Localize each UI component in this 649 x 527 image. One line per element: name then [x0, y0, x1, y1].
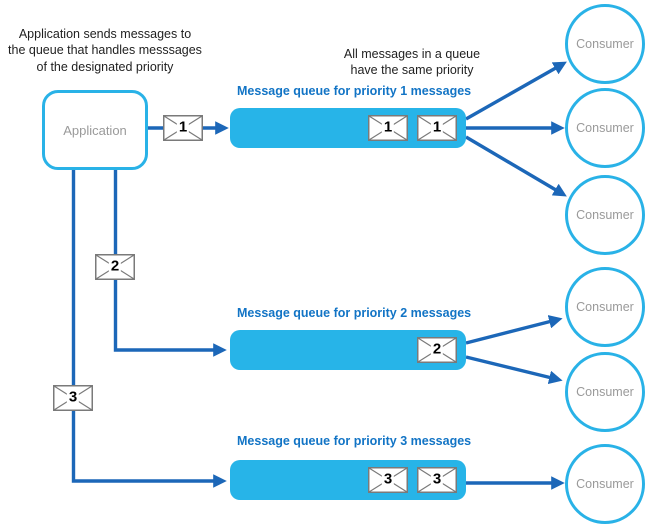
- arrow-queue1-to-consumer3: [465, 135, 567, 197]
- consumer-label: Consumer: [576, 208, 634, 222]
- queue2-label: Message queue for priority 2 messages: [237, 306, 472, 320]
- consumer-circle: Consumer: [565, 352, 645, 432]
- consumer-circle: Consumer: [565, 4, 645, 84]
- consumer-circle: Consumer: [565, 88, 645, 168]
- application-label: Application: [63, 122, 127, 138]
- queue1-label: Message queue for priority 1 messages: [237, 84, 472, 98]
- arrow-app-to-queue3: [71, 167, 227, 488]
- envelope-icon: 1: [163, 115, 203, 141]
- arrow-queue2-to-consumer4: [465, 315, 563, 345]
- envelope-icon: 1: [368, 115, 408, 141]
- consumer-label: Consumer: [576, 477, 634, 491]
- priority-number: 1: [430, 118, 444, 136]
- arrow-queue1-to-consumer1: [465, 61, 567, 121]
- queue3-bar: 3 3: [230, 460, 466, 500]
- envelope-icon: 3: [53, 385, 93, 411]
- consumer-label: Consumer: [576, 37, 634, 51]
- priority-number: 2: [430, 340, 444, 358]
- envelope-icon: 1: [417, 115, 457, 141]
- queue-note-text: All messages in a queue have the same pr…: [343, 47, 481, 78]
- consumer-circle: Consumer: [565, 267, 645, 347]
- consumer-circle: Consumer: [565, 444, 645, 524]
- consumer-label: Consumer: [576, 121, 634, 135]
- priority-number: 3: [66, 388, 80, 406]
- arrow-queue2-to-consumer5: [465, 355, 563, 384]
- application-box: Application: [42, 90, 148, 170]
- envelope-icon: 3: [368, 467, 408, 493]
- arrow-app-to-queue2: [113, 167, 227, 357]
- priority-number: 2: [108, 257, 122, 275]
- queue3-label: Message queue for priority 3 messages: [237, 434, 472, 448]
- priority-number: 3: [430, 470, 444, 488]
- consumer-label: Consumer: [576, 300, 634, 314]
- envelope-icon: 3: [417, 467, 457, 493]
- envelope-icon: 2: [95, 254, 135, 280]
- consumer-label: Consumer: [576, 385, 634, 399]
- priority-number: 3: [381, 470, 395, 488]
- envelope-icon: 2: [417, 337, 457, 363]
- queue2-bar: 2: [230, 330, 466, 370]
- consumer-circle: Consumer: [565, 175, 645, 255]
- queue1-bar: 1 1: [230, 108, 466, 148]
- priority-number: 1: [176, 118, 190, 136]
- app-note-text: Application sends messages to the queue …: [8, 27, 202, 74]
- priority-number: 1: [381, 118, 395, 136]
